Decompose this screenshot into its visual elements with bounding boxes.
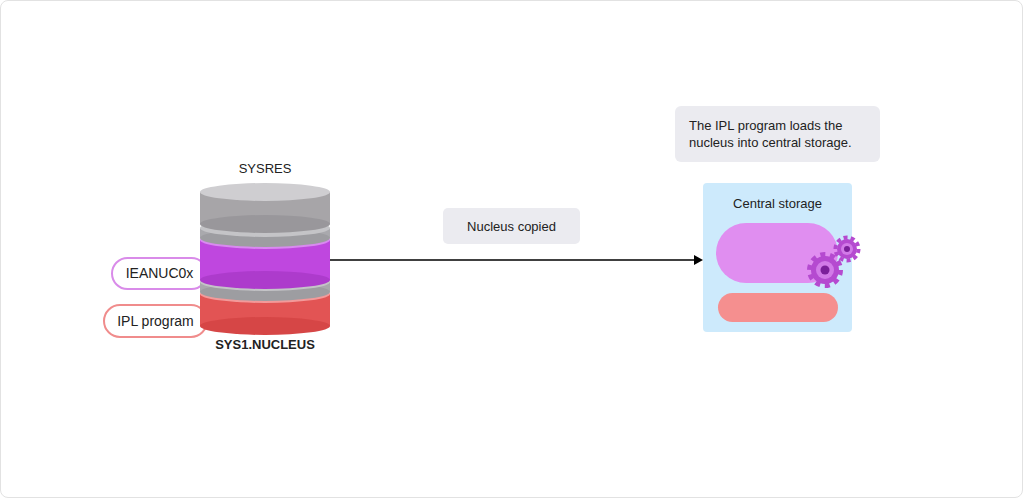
storage-box: Central storage [703, 183, 852, 332]
box-title: Central storage [703, 195, 852, 212]
disk-volume: SYSRES SYS1.NUCLEUS [200, 160, 330, 355]
tag-text: IEANUC0x [126, 265, 194, 282]
dataset-member-tag: IEANUC0x [111, 257, 208, 290]
note-text: The IPL program loads the nucleus into c… [689, 117, 866, 151]
edge-label: Nucleus copied [443, 208, 580, 244]
disk-stack [200, 182, 330, 337]
dataset-label: SYS1.NUCLEUS [215, 336, 315, 353]
flow-arrow [330, 255, 703, 265]
tag-text: IPL program [117, 313, 194, 330]
program-tag: IPL program [103, 304, 208, 338]
callout-note: The IPL program loads the nucleus into c… [675, 106, 880, 162]
volume-label: SYSRES [239, 160, 292, 177]
